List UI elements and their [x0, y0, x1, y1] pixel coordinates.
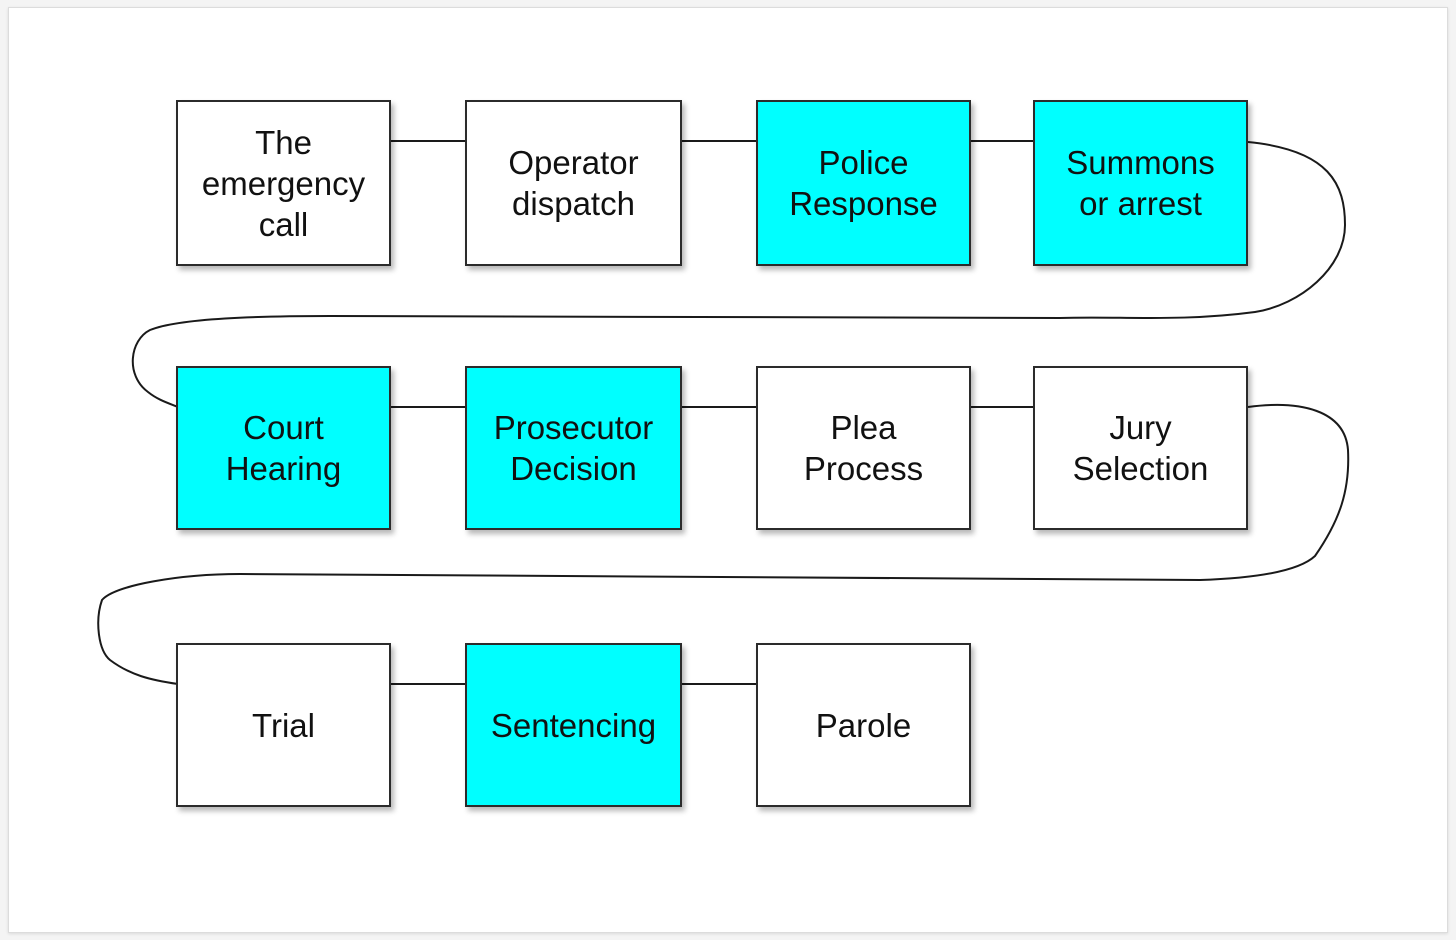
step-plea-process: Plea Process — [756, 366, 971, 530]
connector-curve — [97, 403, 1350, 685]
step-trial: Trial — [176, 643, 391, 807]
step-summons-or-arrest: Summons or arrest — [1033, 100, 1248, 266]
step-operator-dispatch: Operator dispatch — [465, 100, 682, 266]
step-police-response: Police Response — [756, 100, 971, 266]
step-emergency-call: The emergency call — [176, 100, 391, 266]
connector-curve — [131, 141, 1347, 408]
step-jury-selection: Jury Selection — [1033, 366, 1248, 530]
step-prosecutor-decision: Prosecutor Decision — [465, 366, 682, 530]
step-parole: Parole — [756, 643, 971, 807]
step-court-hearing: Court Hearing — [176, 366, 391, 530]
step-sentencing: Sentencing — [465, 643, 682, 807]
